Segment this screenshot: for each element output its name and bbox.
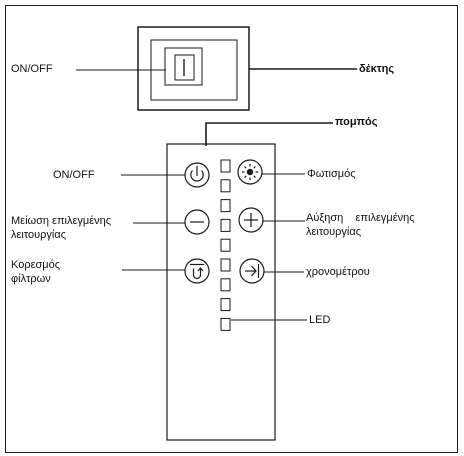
timer-icon <box>245 264 260 278</box>
minus-label-line1: Μείωση επιλεγμένης <box>11 215 112 227</box>
timer-button[interactable] <box>239 258 265 284</box>
timer-label: χρονομέτρου <box>306 266 370 278</box>
plus-label-line2: λειτουργίας <box>306 226 362 238</box>
transmitter-label: πομπός <box>335 116 378 128</box>
led-indicator <box>220 258 231 272</box>
receiver-switch-rocker <box>174 54 195 81</box>
transmitter-body <box>166 143 276 441</box>
receiver-switch-label: ON/OFF <box>11 63 53 75</box>
minus-button[interactable] <box>184 209 210 235</box>
receiver-unit <box>137 26 250 111</box>
receiver-label: δέκτης <box>359 63 395 75</box>
plus-button[interactable] <box>238 207 264 233</box>
filter-label-line2: φίλτρων <box>11 273 51 285</box>
receiver-switch-frame <box>164 47 203 86</box>
power-label: ON/OFF <box>53 169 95 181</box>
light-label: Φωτισμός <box>307 168 356 180</box>
led-label: LED <box>309 314 331 326</box>
led-indicator <box>220 218 231 232</box>
filter-label-line1: Κορεσμός <box>11 259 61 271</box>
led-indicator <box>220 317 231 331</box>
led-indicator <box>220 238 231 252</box>
led-column <box>220 159 231 331</box>
light-button[interactable] <box>237 159 263 185</box>
transmitter-leader-line <box>205 122 333 146</box>
led-indicator <box>220 298 231 312</box>
led-indicator <box>220 179 231 193</box>
power-icon <box>190 166 204 182</box>
light-bulb-icon <box>242 164 258 180</box>
plus-icon <box>244 213 258 227</box>
power-button[interactable] <box>184 162 210 188</box>
minus-label-line2: λειτουργίας <box>11 229 67 241</box>
filter-reset-icon <box>190 263 204 280</box>
figure-frame <box>5 5 458 453</box>
filter-button[interactable] <box>184 258 210 284</box>
led-indicator <box>220 278 231 292</box>
led-indicator <box>220 199 231 213</box>
plus-label-line1: Αύξηση επιλεγμένης <box>306 212 415 224</box>
led-indicator <box>220 159 231 173</box>
